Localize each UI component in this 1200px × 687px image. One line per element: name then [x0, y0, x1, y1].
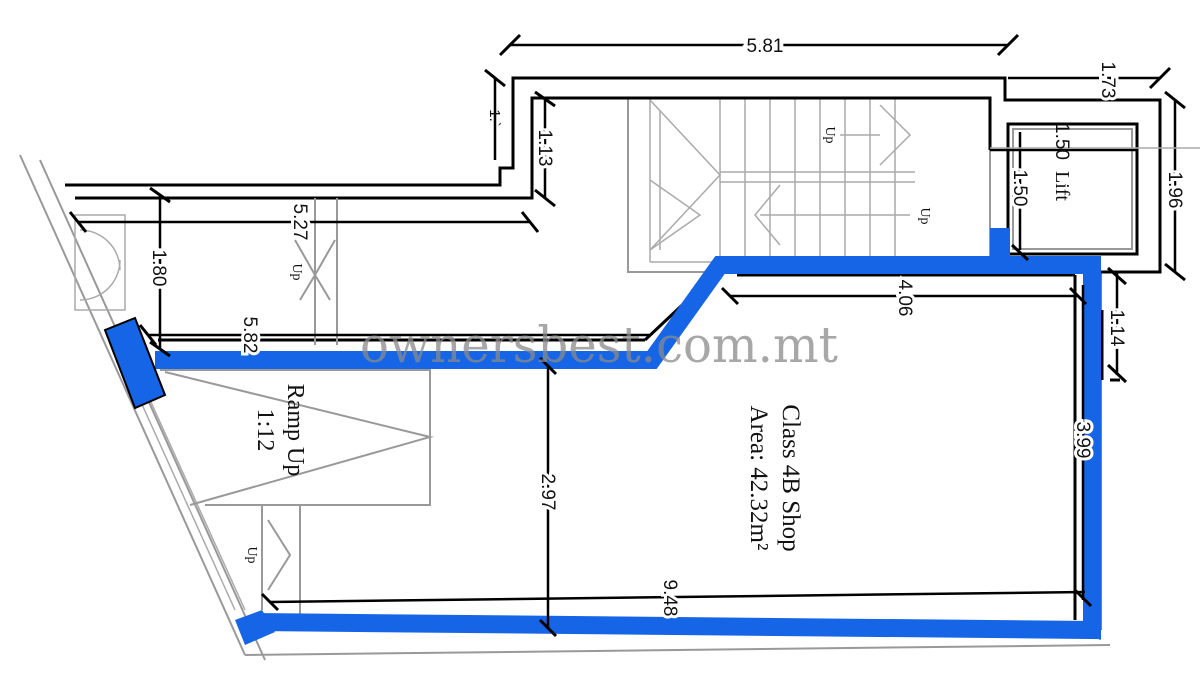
- stair-up-label: Up: [244, 546, 259, 563]
- dim-small-top: 1.`: [486, 109, 503, 127]
- dim-shop-top: 4.06: [894, 280, 915, 317]
- dim-right-total: 1.96: [1164, 172, 1185, 209]
- ramp-label: Ramp Up 1:12: [252, 384, 308, 477]
- dim-left-depth: 1.80: [148, 250, 169, 287]
- ramp-label-line1: Ramp Up: [282, 384, 308, 477]
- dimension-labels: 5.81 1.73 1.` 1.13 5.27 1.80 5.82 4.06 1…: [145, 32, 1188, 619]
- dim-stair-offset: 1.13: [534, 130, 555, 167]
- lift-label: 1.50 Lift: [1051, 123, 1073, 201]
- dim-right-small: 1.14: [1106, 310, 1127, 347]
- stair-up-label: Up: [917, 207, 932, 224]
- shop-area-label: Area: 42.32m²: [745, 406, 772, 551]
- staircase: [627, 97, 991, 273]
- entrance-door: [74, 214, 246, 611]
- up-labels: Up Up Up Up: [244, 126, 932, 563]
- shop-label: Class 4B Shop Area: 42.32m²: [745, 404, 804, 551]
- watermark: ownersbest.com.mt: [360, 316, 838, 374]
- dim-mid-width: 5.82: [239, 317, 260, 354]
- dim-shop-right: 3.99: [1072, 422, 1093, 459]
- dim-upper-width: 5.27: [289, 204, 310, 241]
- stair-up-label: Up: [289, 263, 304, 280]
- dim-lift-depth: 1.50: [1009, 170, 1030, 207]
- stair-up-label: Up: [822, 126, 837, 143]
- dim-top-width: 5.81: [747, 36, 784, 57]
- dim-lift-width: 1.50: [1051, 123, 1072, 160]
- ramp-label-line2: 1:12: [252, 409, 278, 452]
- dim-shop-depth: 2.97: [537, 474, 558, 511]
- lift-text: Lift: [1051, 171, 1073, 201]
- shop-class-label: Class 4B Shop: [777, 404, 804, 551]
- shop-walls-highlight: [103, 228, 1101, 645]
- dim-shop-bottom: 9.48: [659, 580, 680, 617]
- dim-top-right: 1.73: [1097, 62, 1118, 99]
- lift-shaft: [1006, 122, 1139, 256]
- dimension-lines: [68, 33, 1200, 638]
